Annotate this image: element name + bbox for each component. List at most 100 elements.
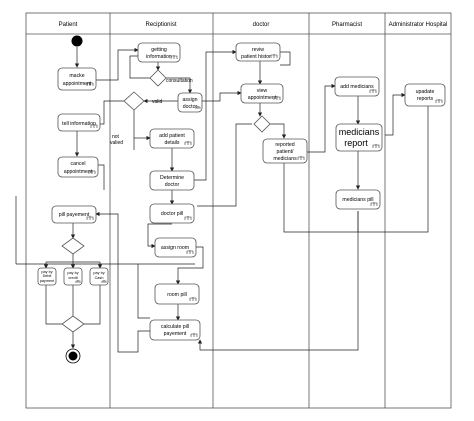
svg-text:details: details <box>165 140 180 146</box>
svg-text:pay by: pay by <box>93 271 104 275</box>
svg-text:pay by: pay by <box>41 270 52 274</box>
svg-text:room pill: room pill <box>167 292 187 298</box>
svg-text:appointment: appointment <box>63 81 92 87</box>
action-pay-credit: pay by credit <box>63 267 83 286</box>
svg-text:Determine: Determine <box>160 175 184 181</box>
svg-text:appointment: appointment <box>64 169 93 175</box>
action-add-patient-details: add patient details <box>149 128 195 149</box>
action-assign-doctor: assign doctor <box>177 92 203 113</box>
merge-decision-diamond <box>61 315 85 333</box>
action-medicians-pill: medicians pill <box>335 189 381 210</box>
fork-decision-diamond <box>61 237 85 255</box>
svg-text:patient histor: patient histor <box>241 54 271 60</box>
subactivity-icon <box>270 54 278 58</box>
svg-text:payement: payement <box>164 331 187 337</box>
lane-title-pharmacist: Pharmacist <box>332 22 362 28</box>
svg-text:pay by: pay by <box>67 271 78 275</box>
subactivity-icon <box>88 170 96 174</box>
svg-text:getting: getting <box>151 47 167 53</box>
subactivity-icon <box>369 89 377 93</box>
action-update-reports: upadate reports <box>404 83 446 107</box>
subactivity-icon <box>86 82 94 86</box>
subactivity-icon <box>186 250 194 254</box>
action-tell-information: tell information <box>57 113 101 132</box>
svg-text:medicians: medicians <box>339 127 380 137</box>
decision-consultation <box>149 69 167 87</box>
action-macke-appointment: macke appointment <box>57 67 97 91</box>
subactivity-icon <box>86 216 94 220</box>
label-not-valied-2: valied <box>110 140 123 146</box>
action-review-history: reviw patient histor <box>235 42 281 62</box>
svg-text:assign room: assign room <box>161 245 189 251</box>
svg-text:patient/: patient/ <box>276 149 294 155</box>
lane-title-doctor: doctor <box>253 22 270 28</box>
lane-title-receptionist: Reciptionist <box>145 22 176 28</box>
subactivity-icon <box>184 216 192 220</box>
svg-text:Cash: Cash <box>95 276 104 280</box>
action-room-pill: room pill <box>154 283 200 305</box>
action-pay-debit: pay by Debit payment <box>37 267 57 286</box>
svg-text:reports: reports <box>417 96 434 102</box>
svg-text:assign: assign <box>183 97 198 103</box>
svg-text:doctor: doctor <box>165 182 180 188</box>
subactivity-icon <box>435 99 443 103</box>
subactivity-icon <box>189 297 197 301</box>
decision-doctor <box>253 115 271 133</box>
action-add-medicians: add medicians <box>334 76 380 97</box>
svg-text:report: report <box>344 138 368 148</box>
action-doctor-pill: doctor pill <box>149 203 195 224</box>
svg-text:reported: reported <box>275 142 294 148</box>
svg-text:calculate pill: calculate pill <box>161 324 189 330</box>
action-medicians-report: medicians report <box>335 123 383 152</box>
subactivity-icon <box>190 333 198 337</box>
svg-text:credit: credit <box>68 276 78 280</box>
action-view-appointment: view appointment <box>240 83 284 104</box>
subactivity-icon <box>372 144 380 148</box>
action-pay-cash: pay by Cash <box>89 267 109 286</box>
svg-text:macke: macke <box>69 73 84 79</box>
subactivity-icon <box>184 141 192 145</box>
subactivity-icon <box>75 280 81 283</box>
svg-text:medicians pill: medicians pill <box>342 197 373 203</box>
svg-text:upadate: upadate <box>416 89 435 95</box>
subactivity-icon <box>273 96 281 100</box>
svg-text:view: view <box>257 88 268 94</box>
action-pill-payement: pill payement <box>51 205 97 224</box>
svg-text:payment: payment <box>40 279 56 283</box>
connectors <box>15 47 429 353</box>
subactivity-icon <box>195 106 201 109</box>
subactivity-icon <box>297 156 305 160</box>
svg-text:add medicians: add medicians <box>340 84 374 90</box>
svg-text:doctor: doctor <box>183 104 198 110</box>
lane-title-admin: Administrator Hospital <box>389 22 448 28</box>
svg-text:doctor pill: doctor pill <box>161 211 183 217</box>
svg-text:appointment: appointment <box>248 95 277 101</box>
svg-text:tell information: tell information <box>62 121 96 127</box>
subactivity-icon <box>90 124 98 128</box>
lane-title-patient: Patient <box>59 22 78 28</box>
subactivity-icon <box>101 280 107 283</box>
label-valid: valid <box>152 99 163 105</box>
action-cancel-appointment: cancel appointment <box>57 156 99 178</box>
svg-text:cancel: cancel <box>71 161 86 167</box>
action-determine-doctor: Determine doctor <box>149 170 195 191</box>
action-reported-patient: reported patient/ medicians <box>262 138 308 164</box>
end-node <box>65 348 81 364</box>
swimlane-frame <box>25 12 452 409</box>
action-assign-room: assign room <box>154 237 197 258</box>
svg-text:pill payement: pill payement <box>59 212 90 218</box>
label-not-valied-1: not <box>112 134 120 140</box>
svg-text:medicians: medicians <box>273 156 297 162</box>
svg-text:reviw: reviw <box>252 47 264 53</box>
label-consultation: consultation <box>166 78 193 84</box>
start-node <box>71 35 83 47</box>
svg-text:Debit: Debit <box>43 274 53 278</box>
subactivity-icon <box>170 55 178 59</box>
action-calculate-pill: calculate pill payement <box>149 319 201 341</box>
subactivity-icon <box>370 202 378 206</box>
svg-text:add patient: add patient <box>159 133 185 139</box>
decision-valid <box>123 91 145 111</box>
svg-text:information: information <box>146 54 172 60</box>
action-getting-information: getting information <box>137 42 181 63</box>
